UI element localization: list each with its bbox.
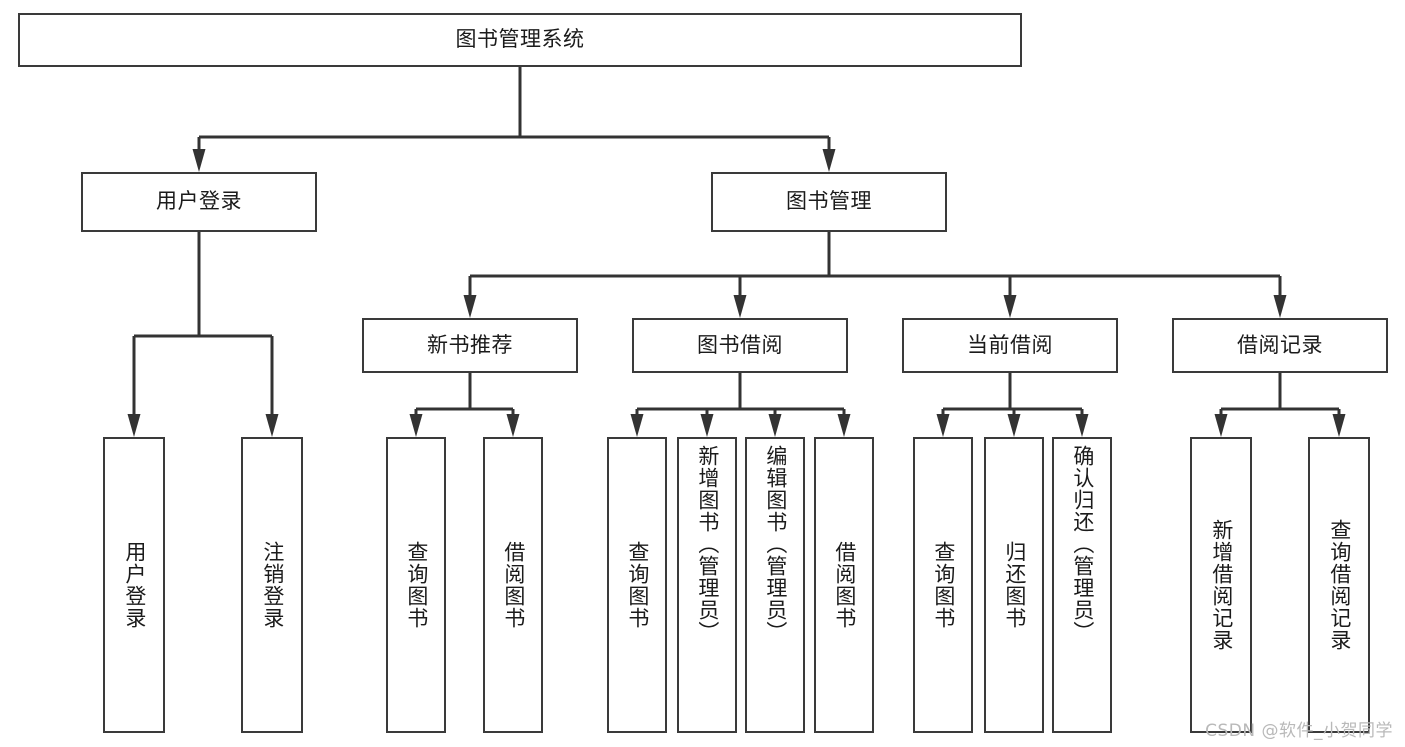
connector-arrowhead-icon — [1214, 414, 1228, 437]
connector-arrowhead-icon — [837, 414, 851, 437]
node-leaf-user-logout-label: 注销登录 — [260, 541, 285, 629]
node-book-borrow[interactable]: 图书借阅 — [632, 318, 848, 373]
node-leaf-rec-borrow-label: 借阅图书 — [501, 541, 526, 629]
node-leaf-rec-borrow[interactable]: 借阅图书 — [483, 437, 543, 733]
node-leaf-borrow-do-label: 借阅图书 — [832, 541, 857, 629]
node-leaf-rec-query[interactable]: 查询图书 — [386, 437, 446, 733]
node-borrow-record[interactable]: 借阅记录 — [1172, 318, 1388, 373]
node-book-manage[interactable]: 图书管理 — [711, 172, 947, 232]
connector-arrowhead-icon — [506, 414, 520, 437]
node-new-book-recommend[interactable]: 新书推荐 — [362, 318, 578, 373]
node-leaf-borrow-do[interactable]: 借阅图书 — [814, 437, 874, 733]
connector-arrowhead-icon — [265, 414, 279, 437]
node-leaf-cur-query[interactable]: 查询图书 — [913, 437, 973, 733]
node-root[interactable]: 图书管理系统 — [18, 13, 1022, 67]
connector-arrowhead-icon — [1075, 414, 1089, 437]
connector-arrowhead-icon — [192, 149, 206, 172]
node-root-label: 图书管理系统 — [455, 27, 585, 52]
connector-arrowhead-icon — [700, 414, 714, 437]
node-user-login[interactable]: 用户登录 — [81, 172, 317, 232]
node-leaf-borrow-add[interactable]: 新增图书（管理员） — [677, 437, 737, 733]
watermark-text: CSDN @软件_小贺同学 — [1205, 721, 1393, 741]
node-leaf-borrow-edit-label: 编辑图书（管理员） — [763, 445, 788, 643]
node-leaf-rec-search-label: 查询借阅记录 — [1327, 519, 1352, 651]
connector-arrowhead-icon — [768, 414, 782, 437]
connector-arrowhead-icon — [127, 414, 141, 437]
connector-arrowhead-icon — [1007, 414, 1021, 437]
node-leaf-cur-confirm[interactable]: 确认归还（管理员） — [1052, 437, 1112, 733]
node-leaf-borrow-add-label: 新增图书（管理员） — [695, 445, 720, 643]
node-leaf-user-login[interactable]: 用户登录 — [103, 437, 165, 733]
connector-arrowhead-icon — [822, 149, 836, 172]
connector-arrowhead-icon — [936, 414, 950, 437]
node-current-borrow-label: 当前借阅 — [967, 332, 1053, 357]
node-leaf-cur-return-label: 归还图书 — [1002, 541, 1027, 629]
node-leaf-rec-query-label: 查询图书 — [404, 541, 429, 629]
node-leaf-borrow-query-label: 查询图书 — [625, 541, 650, 629]
connector-arrowhead-icon — [463, 295, 477, 318]
node-leaf-borrow-query[interactable]: 查询图书 — [607, 437, 667, 733]
node-leaf-user-login-label: 用户登录 — [122, 541, 147, 629]
node-leaf-borrow-edit[interactable]: 编辑图书（管理员） — [745, 437, 805, 733]
node-leaf-cur-return[interactable]: 归还图书 — [984, 437, 1044, 733]
connector-arrowhead-icon — [1332, 414, 1346, 437]
node-book-borrow-label: 图书借阅 — [697, 332, 783, 357]
node-leaf-cur-confirm-label: 确认归还（管理员） — [1070, 445, 1095, 643]
node-leaf-rec-add[interactable]: 新增借阅记录 — [1190, 437, 1252, 733]
node-leaf-cur-query-label: 查询图书 — [931, 541, 956, 629]
connector-arrowhead-icon — [1003, 295, 1017, 318]
node-user-login-label: 用户登录 — [156, 189, 242, 214]
connector-arrowhead-icon — [630, 414, 644, 437]
connector-arrowhead-icon — [1273, 295, 1287, 318]
connector-arrowhead-icon — [733, 295, 747, 318]
node-leaf-rec-search[interactable]: 查询借阅记录 — [1308, 437, 1370, 733]
node-leaf-rec-add-label: 新增借阅记录 — [1209, 519, 1234, 651]
node-leaf-user-logout[interactable]: 注销登录 — [241, 437, 303, 733]
node-new-book-recommend-label: 新书推荐 — [427, 332, 513, 357]
connector-arrowhead-icon — [409, 414, 423, 437]
node-book-manage-label: 图书管理 — [786, 189, 872, 214]
node-current-borrow[interactable]: 当前借阅 — [902, 318, 1118, 373]
node-borrow-record-label: 借阅记录 — [1237, 332, 1323, 357]
